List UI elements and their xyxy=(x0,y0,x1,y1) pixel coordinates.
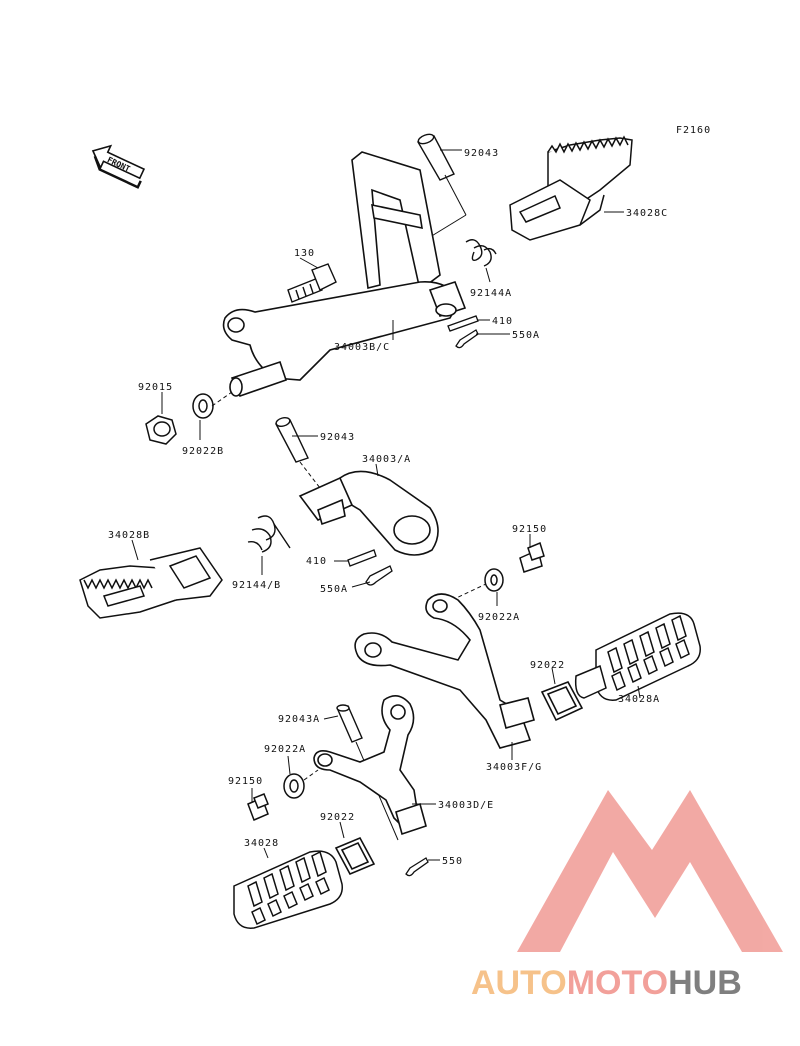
bolt-92150-left xyxy=(247,793,269,821)
part-label[interactable]: 550A xyxy=(320,584,348,595)
bracket-34003BC xyxy=(222,151,467,397)
part-label[interactable]: 130 xyxy=(294,248,315,259)
part-label[interactable]: 92015 xyxy=(138,382,173,393)
cover-92022-lower xyxy=(334,836,376,876)
watermark-brand: AUTOMOTOHUB xyxy=(471,964,742,1002)
spring-92144A xyxy=(465,239,497,267)
part-label[interactable]: 34028B xyxy=(108,530,150,541)
bracket-34003DE xyxy=(313,695,427,836)
bracket-34003A xyxy=(298,470,439,556)
part-label[interactable]: 92043 xyxy=(320,432,355,443)
part-label[interactable]: 92150 xyxy=(228,776,263,787)
footpeg-34028B xyxy=(79,547,223,619)
pin-410-mid xyxy=(347,549,377,567)
part-label[interactable]: 34028 xyxy=(244,838,279,849)
pin-92043-mid xyxy=(274,417,309,463)
part-label[interactable]: 34003F/G xyxy=(486,762,542,773)
part-label[interactable]: 92022 xyxy=(530,660,565,671)
pin-410-top xyxy=(447,315,479,332)
brand-part-hub: HUB xyxy=(668,964,742,1002)
part-label[interactable]: 410 xyxy=(492,316,513,327)
part-label[interactable]: 92144A xyxy=(470,288,512,299)
part-label[interactable]: 34028A xyxy=(618,694,660,705)
footpeg-34028A xyxy=(574,612,701,701)
part-label[interactable]: 34003/A xyxy=(362,454,411,465)
figure-code: F2160 xyxy=(676,125,711,136)
footpeg-34028C xyxy=(509,135,633,241)
brand-part-auto: AUTO xyxy=(471,964,567,1002)
spring-92144B xyxy=(247,515,291,553)
part-label[interactable]: 92022 xyxy=(320,812,355,823)
cotter-550A-top xyxy=(455,329,479,349)
brand-part-moto: MOTO xyxy=(567,964,668,1002)
part-label[interactable]: 550 xyxy=(442,856,463,867)
bolt-130 xyxy=(287,263,337,303)
washer-92022A-right xyxy=(484,568,504,592)
part-label[interactable]: 92022B xyxy=(182,446,224,457)
bracket-34003FG xyxy=(354,593,535,749)
cotter-550 xyxy=(405,857,429,877)
cotter-550A-mid xyxy=(365,565,393,586)
watermark-logo-icon xyxy=(517,790,783,952)
part-label[interactable]: 92150 xyxy=(512,524,547,535)
part-label[interactable]: 550A xyxy=(512,330,540,341)
part-label[interactable]: 34003B/C xyxy=(334,342,390,353)
washer-92022A-left xyxy=(283,773,305,799)
part-label[interactable]: 92144/B xyxy=(232,580,281,591)
bolt-92150-right xyxy=(519,541,545,573)
part-labels: 92043 34028C 130 92144A 410 550A 34003B/… xyxy=(108,148,668,867)
pin-92043A xyxy=(336,704,363,743)
part-label[interactable]: 92022A xyxy=(478,612,520,623)
part-label[interactable]: 92022A xyxy=(264,744,306,755)
part-label[interactable]: 34003D/E xyxy=(438,800,494,811)
washer-92022B xyxy=(192,393,214,419)
part-label[interactable]: 92043 xyxy=(464,148,499,159)
cover-92022-right xyxy=(540,681,584,722)
pin-92043-top xyxy=(416,133,455,181)
part-label[interactable]: 410 xyxy=(306,556,327,567)
footpeg-34028 xyxy=(233,850,343,929)
nut-92015 xyxy=(145,415,177,445)
front-arrow-icon: FRONT xyxy=(91,144,146,189)
part-label[interactable]: 92043A xyxy=(278,714,320,725)
part-label[interactable]: 34028C xyxy=(626,208,668,219)
